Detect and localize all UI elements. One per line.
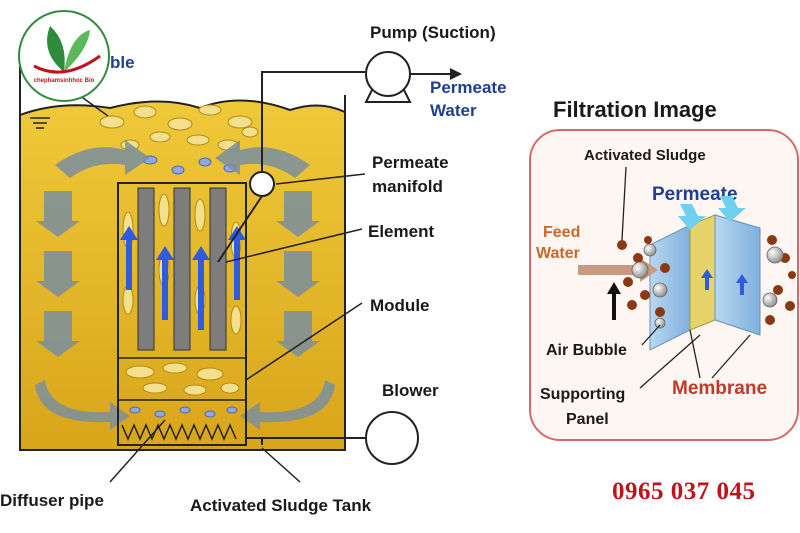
label-permeate-water-2: Water [430,101,477,120]
water-level-icon [30,117,50,129]
label-permeate: Permeate [652,184,738,205]
diffuser-pipe [121,423,237,441]
logo-text: chephamsinhhoc Bio [33,78,95,84]
label-membrane: Membrane [672,378,767,399]
label-feed-2: Water [536,245,580,262]
label-diffuser-pipe: Diffuser pipe [0,491,104,510]
label-permeate-manifold-2: manifold [372,177,443,196]
label-module: Module [370,296,430,315]
circulation-arrows [35,140,335,430]
label-supporting-2: Panel [566,411,609,428]
filtration-title: Filtration Image [553,97,717,122]
label-supporting-1: Supporting [540,386,625,403]
permeate-pipe [217,71,365,263]
membrane-elements [137,187,227,351]
leaf-logo-icon [33,26,101,74]
label-tank: Activated Sludge Tank [190,496,372,515]
label-element: Element [368,222,434,241]
filtration-leaders [621,166,751,389]
permeate-arrow [410,68,462,80]
down-arrow-right [276,191,320,357]
leader-lines [71,89,366,483]
membrane-module [117,182,247,446]
phone-number[interactable]: 0965 037 045 [612,478,756,505]
permeate-up-arrows [678,196,746,230]
label-air-bubble-top: ble [110,53,135,72]
blower-icon [246,411,419,465]
membrane-graphic [649,214,761,351]
label-activated-sludge: Activated Sludge [584,147,706,164]
diffuser-bubbles [129,406,238,418]
label-permeate-water-1: Permeate [430,78,507,97]
up-arrow-icon [607,282,621,320]
label-blower: Blower [382,381,439,400]
label-pump: Pump (Suction) [370,23,496,42]
label-air-bubble: Air Bubble [546,342,627,359]
label-feed-1: Feed [543,224,580,241]
label-permeate-manifold-1: Permeate [372,153,449,172]
feed-arrow [578,258,658,282]
down-arrow-left [36,191,80,357]
pump-icon [364,51,412,103]
company-logo: chephamsinhhoc Bio [18,10,110,102]
air-bubbles [631,243,784,329]
upflow-arrows [120,226,246,330]
permeate-manifold [249,171,275,197]
